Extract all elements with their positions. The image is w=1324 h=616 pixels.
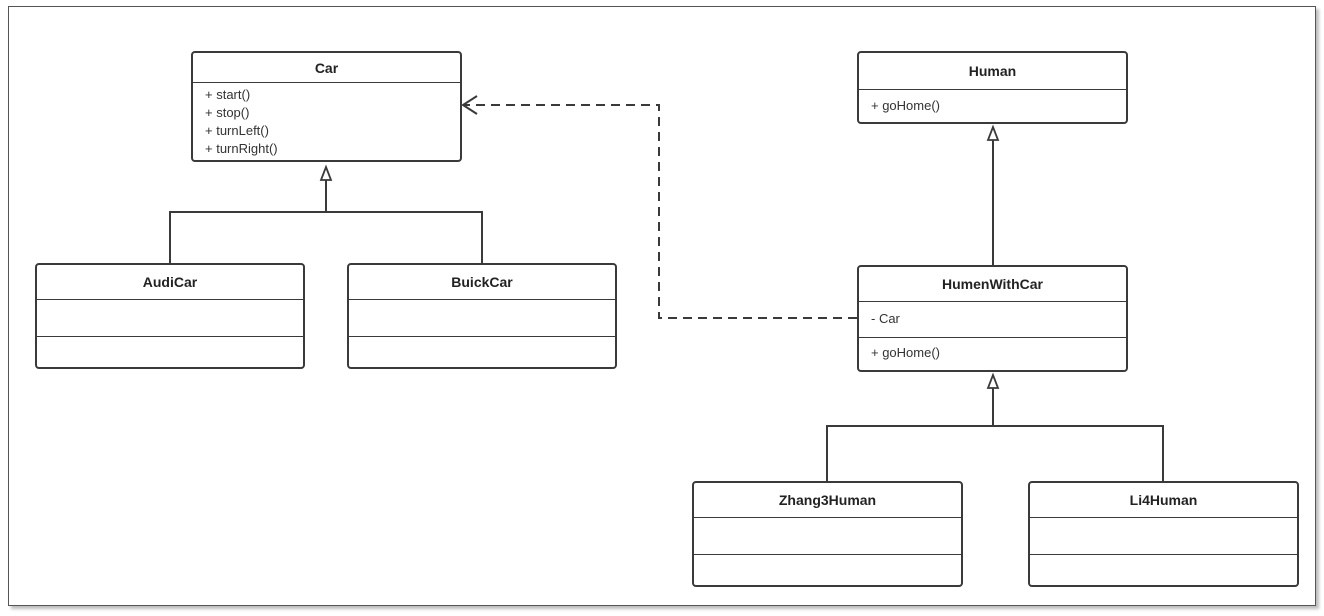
method-start: + start() bbox=[205, 87, 251, 102]
arrowhead-triangle-humenwithcar bbox=[986, 372, 1000, 389]
method-stop: + stop() bbox=[205, 105, 250, 120]
class-attributes: - Car bbox=[859, 302, 1126, 338]
generalization-audicar-car bbox=[169, 211, 483, 264]
attribute-car: - Car bbox=[871, 311, 900, 326]
class-methods: + goHome() bbox=[859, 338, 1126, 364]
class-name: Car bbox=[193, 53, 460, 83]
generalization-zhang3-li4 bbox=[826, 425, 1164, 482]
class-audicar[interactable]: AudiCar bbox=[35, 263, 305, 369]
class-name: AudiCar bbox=[37, 265, 303, 300]
class-car[interactable]: Car + start() + stop() + turnLeft() + tu… bbox=[191, 51, 462, 162]
class-buickcar[interactable]: BuickCar bbox=[347, 263, 617, 369]
dependency-arrowhead bbox=[461, 95, 478, 115]
class-methods: + goHome() bbox=[859, 90, 1126, 117]
arrowhead-triangle-human bbox=[986, 124, 1000, 141]
dependency-humenwithcar-car bbox=[464, 104, 857, 319]
class-methods bbox=[694, 555, 961, 585]
class-methods bbox=[1030, 555, 1297, 585]
class-name: HumenWithCar bbox=[859, 267, 1126, 302]
method-gohome: + goHome() bbox=[871, 345, 940, 360]
class-humenwithcar[interactable]: HumenWithCar - Car + goHome() bbox=[857, 265, 1128, 372]
class-name: Li4Human bbox=[1030, 483, 1297, 518]
class-zhang3human[interactable]: Zhang3Human bbox=[692, 481, 963, 587]
class-li4human[interactable]: Li4Human bbox=[1028, 481, 1299, 587]
method-turnleft: + turnLeft() bbox=[205, 123, 269, 138]
class-human[interactable]: Human + goHome() bbox=[857, 51, 1128, 124]
arrowhead-triangle-car bbox=[319, 164, 333, 181]
class-attributes bbox=[37, 300, 303, 337]
class-attributes bbox=[1030, 518, 1297, 555]
class-name: Zhang3Human bbox=[694, 483, 961, 518]
class-methods: + start() + stop() + turnLeft() + turnRi… bbox=[193, 83, 460, 160]
class-name: BuickCar bbox=[349, 265, 615, 300]
class-name: Human bbox=[859, 53, 1126, 90]
method-turnright: + turnRight() bbox=[205, 141, 278, 156]
class-methods bbox=[37, 337, 303, 367]
class-attributes bbox=[694, 518, 961, 555]
class-methods bbox=[349, 337, 615, 367]
method-gohome: + goHome() bbox=[871, 98, 940, 113]
class-attributes bbox=[349, 300, 615, 337]
